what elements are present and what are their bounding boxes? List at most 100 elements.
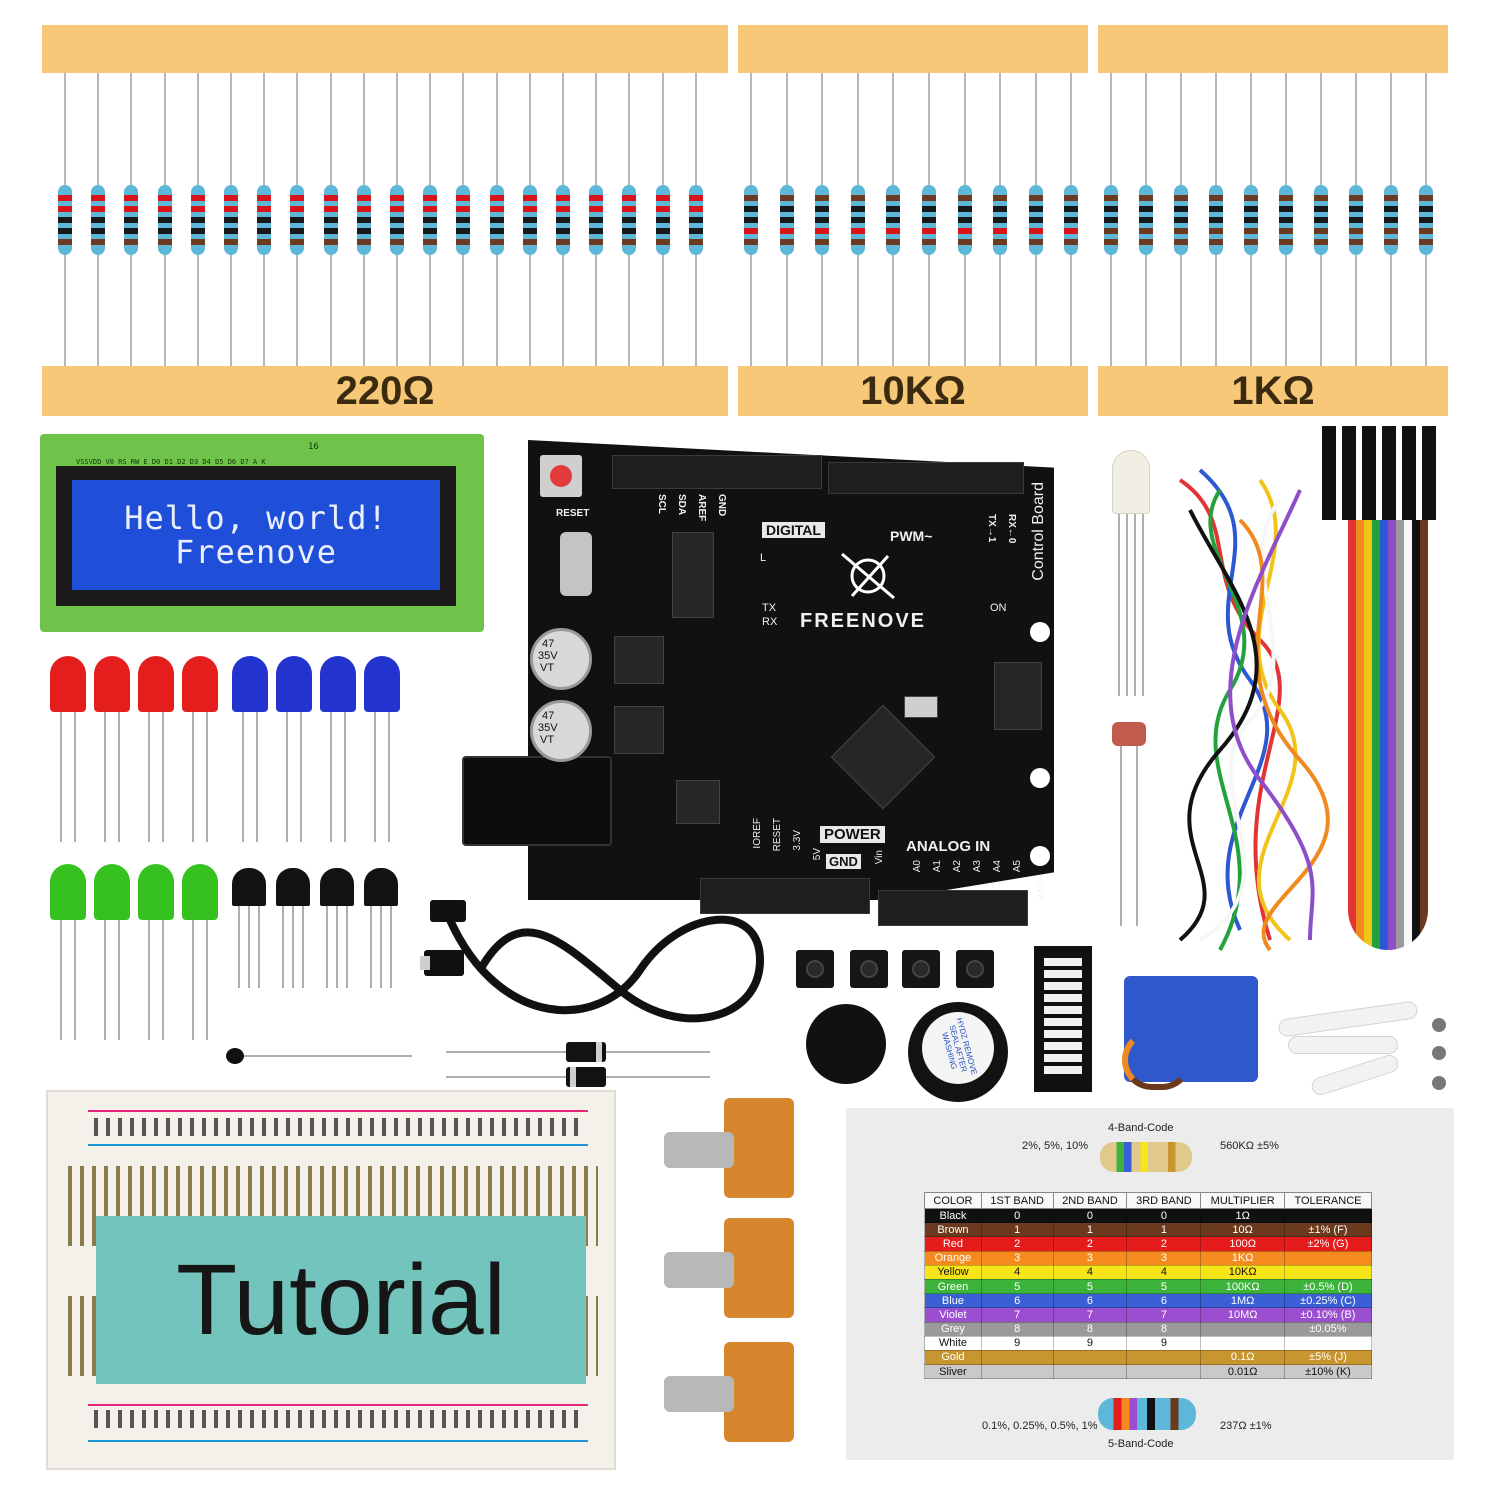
color-code-table: COLOR 1ST BAND 2ND BAND 3RD BAND MULTIPL… xyxy=(924,1192,1373,1380)
thermistor-lead xyxy=(236,1055,412,1057)
led-leg xyxy=(118,920,120,1040)
usb-chip xyxy=(672,532,714,618)
resistor-band xyxy=(390,195,404,201)
resistor-band xyxy=(622,206,637,212)
rail-minus-top xyxy=(88,1144,588,1146)
color-name-cell: White xyxy=(924,1335,982,1351)
color-name-cell: Red xyxy=(924,1236,982,1252)
board-brand: FREENOVE xyxy=(800,610,927,632)
resistor-band xyxy=(744,228,758,234)
capacitor-1-vt: VT xyxy=(540,662,555,674)
header-tolerance: TOLERANCE xyxy=(1283,1192,1373,1209)
pot-shaft xyxy=(664,1132,734,1168)
resistor-band xyxy=(1064,228,1079,234)
digital-header-left xyxy=(612,455,822,489)
resistor-band xyxy=(744,195,758,201)
led-leg xyxy=(192,712,194,842)
resistor-band xyxy=(58,217,72,223)
resistor-band xyxy=(1244,195,1258,201)
transistor-leg xyxy=(248,906,250,988)
push-button-2[interactable] xyxy=(850,950,888,988)
resistor-band xyxy=(556,228,570,234)
band-1-cell xyxy=(980,1349,1054,1366)
resistor-band xyxy=(58,195,72,201)
transistor-leg xyxy=(380,906,382,988)
resistor-band xyxy=(489,217,504,223)
tape-220-bottom xyxy=(42,366,728,416)
band-2-cell: 6 xyxy=(1052,1293,1128,1309)
color-name-cell: Grey xyxy=(924,1321,982,1337)
resistor-band xyxy=(190,228,205,234)
push-button-4[interactable] xyxy=(956,950,994,988)
resistor-band xyxy=(1349,206,1363,212)
resistor-band xyxy=(655,239,670,245)
resistor xyxy=(157,73,172,366)
led-leg xyxy=(256,712,258,842)
resistor-band xyxy=(1314,195,1328,201)
resistor xyxy=(1244,73,1258,366)
band-2-cell: 0 xyxy=(1052,1207,1128,1224)
resistor-band xyxy=(1349,195,1363,201)
multiplier-cell: 0.01Ω xyxy=(1200,1364,1285,1380)
active-buzzer: HYDZ REMOVE SEAL AFTER WASHING xyxy=(908,1002,1008,1102)
resistor-band xyxy=(655,195,670,201)
resistor xyxy=(124,73,139,366)
resistor xyxy=(993,73,1008,366)
led-leg xyxy=(104,920,106,1040)
resistor-band xyxy=(91,228,106,234)
resistor-band xyxy=(556,195,570,201)
resistor-band xyxy=(124,239,139,245)
resistor-band xyxy=(356,217,371,223)
power-pin-3v3: 3.3V xyxy=(792,830,803,851)
resistor-band xyxy=(456,239,471,245)
resistor-band xyxy=(257,195,272,201)
led xyxy=(50,656,86,842)
resistor-band xyxy=(1028,206,1043,212)
resistor-band xyxy=(58,228,72,234)
resistor xyxy=(850,73,865,366)
resistor-band xyxy=(157,195,172,201)
band-3-cell: 7 xyxy=(1126,1307,1202,1323)
resistor-band xyxy=(91,217,106,223)
push-button-cap[interactable] xyxy=(860,960,878,978)
mount-hole-2 xyxy=(1030,768,1050,788)
resistor-band xyxy=(1028,239,1043,245)
transistor-leg xyxy=(302,906,304,988)
push-button-cap[interactable] xyxy=(806,960,824,978)
band-2-cell: 2 xyxy=(1052,1236,1128,1252)
reset-button[interactable] xyxy=(540,455,582,497)
led-field xyxy=(0,640,420,1040)
resistor xyxy=(886,73,901,366)
resistor-band xyxy=(522,239,537,245)
resistor-band xyxy=(489,206,504,212)
push-button-3[interactable] xyxy=(902,950,940,988)
resistor-band xyxy=(886,228,901,234)
led-leg xyxy=(74,712,76,842)
led-dome xyxy=(50,656,86,712)
five-band-right: 237Ω ±1% xyxy=(1220,1420,1272,1432)
push-button-cap[interactable] xyxy=(966,960,984,978)
transistor-leg xyxy=(370,906,372,988)
tape-1k-top xyxy=(1098,25,1448,73)
ribbon-jumper-wires xyxy=(1348,520,1428,950)
rail-holes-bottom xyxy=(94,1410,584,1428)
resistor-band xyxy=(1174,206,1188,212)
resistor-band xyxy=(850,228,865,234)
push-button-cap[interactable] xyxy=(912,960,930,978)
pot-shaft xyxy=(664,1252,734,1288)
band-3-cell: 9 xyxy=(1126,1335,1202,1351)
color-code-header-row: COLOR 1ST BAND 2ND BAND 3RD BAND MULTIPL… xyxy=(924,1192,1373,1209)
resistor-band xyxy=(922,206,936,212)
led xyxy=(232,656,268,842)
band-3-cell: 3 xyxy=(1126,1250,1202,1266)
push-button-1[interactable] xyxy=(796,950,834,988)
led-leg xyxy=(374,712,376,842)
thermistor xyxy=(226,1048,244,1064)
resistor xyxy=(922,73,936,366)
header-multiplier: MULTIPLIER xyxy=(1200,1192,1285,1209)
reset-button-cap[interactable] xyxy=(550,465,572,487)
resistor-band xyxy=(589,195,604,201)
resistor-band xyxy=(423,228,438,234)
resistor-band xyxy=(1104,206,1118,212)
